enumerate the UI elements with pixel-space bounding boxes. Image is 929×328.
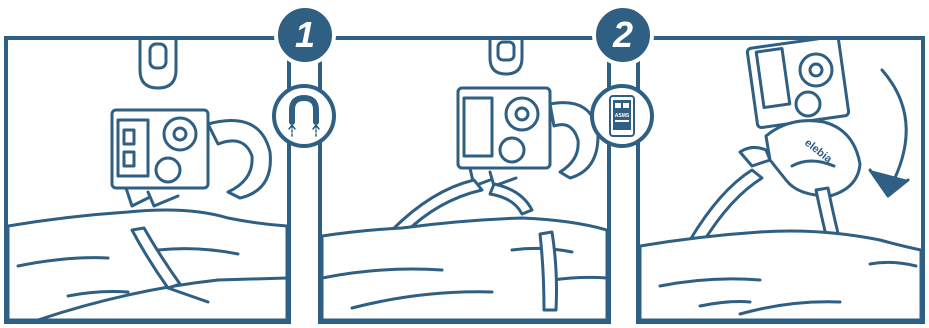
step-1-panel [4,36,291,324]
phone-screen-text: ASMS [615,113,630,119]
bulk-bag [8,210,287,320]
step-number-badge: 1 [274,4,336,66]
rotation-arrow [882,70,906,188]
step-2-illustration [322,40,607,320]
step-3-illustration: elebia [640,40,921,320]
lifting-eye [490,40,522,74]
lifting-eye [140,40,176,88]
hook [208,121,270,199]
step-number-badge: 2 [592,4,654,66]
step-3-panel: elebia [636,36,925,324]
magnet-icon [272,84,336,148]
step-2-panel [318,36,611,324]
smartphone-app-icon: ASMS [590,84,654,148]
step-1-illustration [8,40,287,320]
hook-closed [766,121,860,196]
eye-inner [150,44,166,68]
sling-right [490,184,532,214]
